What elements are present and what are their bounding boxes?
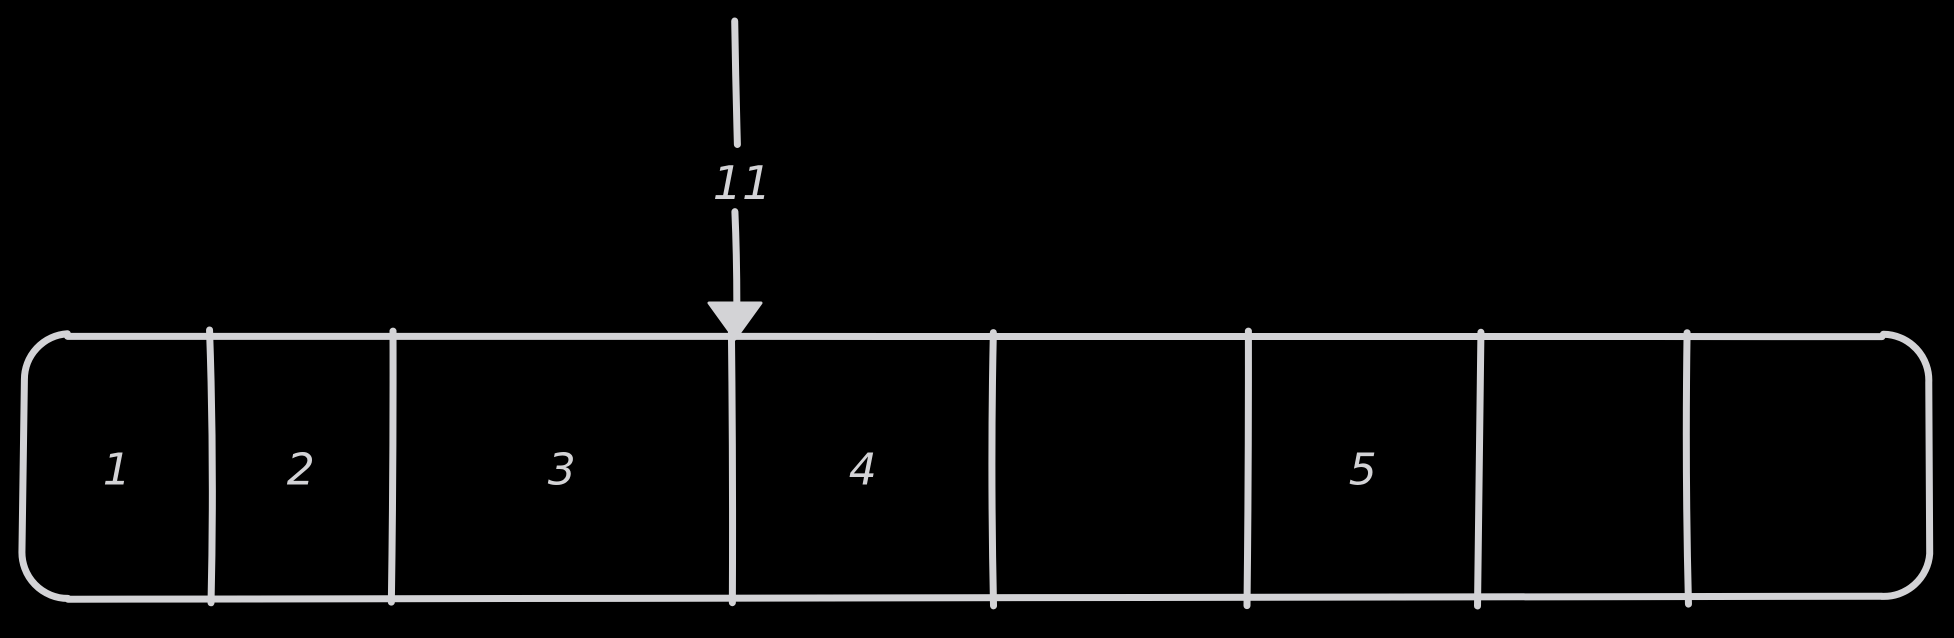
pointer-shaft-upper [731, 17, 741, 148]
pointer-arrowhead [707, 301, 763, 341]
cell-divider-6 [1682, 329, 1692, 608]
pointer-shaft-lower [731, 208, 741, 310]
cell-divider-3 [988, 329, 998, 610]
cell-label-1: 2 [286, 444, 316, 496]
cell-label-2: 3 [547, 444, 577, 496]
cell-label-3: 4 [848, 444, 878, 496]
cell-divider-4 [1243, 327, 1252, 610]
array-outline-top [64, 330, 1886, 341]
pointer-label: 11 [712, 156, 772, 210]
array-outline-bottom [64, 592, 1886, 604]
cell-divider-2 [727, 329, 737, 607]
array-outline-right [1878, 330, 1934, 600]
cell-divider-0 [206, 326, 216, 607]
array-outline-left [18, 330, 72, 602]
cell-label-5: 5 [1348, 444, 1378, 496]
cell-divider-1 [387, 327, 397, 606]
cell-divider-5 [1474, 328, 1485, 610]
array-shape-group [18, 17, 1934, 610]
cell-label-0: 1 [102, 444, 132, 496]
